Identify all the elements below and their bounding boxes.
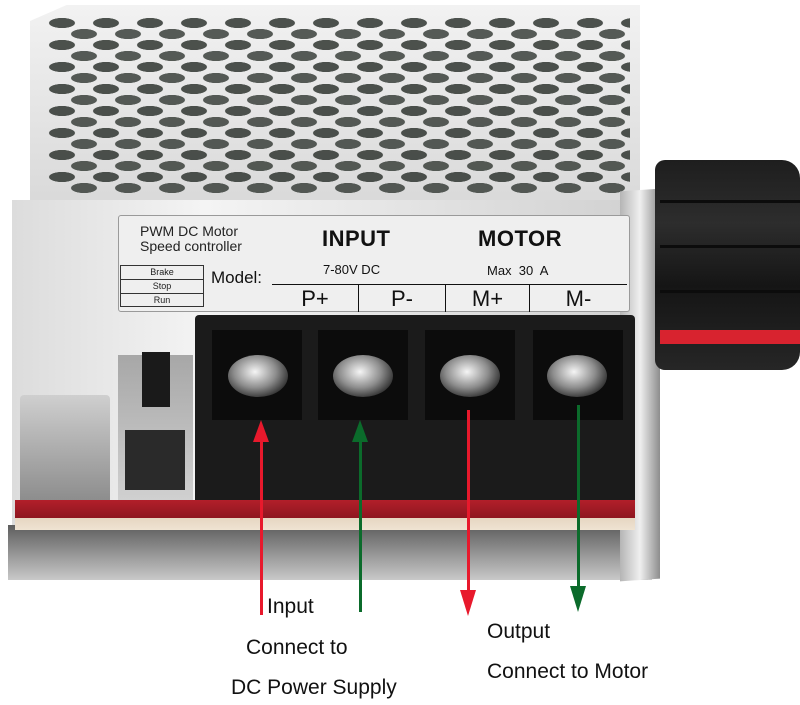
- label-title: PWM DC Motor Speed controller: [140, 224, 242, 254]
- motor-spec: Max 30 A: [487, 263, 549, 278]
- mounting-bracket: [20, 395, 110, 505]
- output-caption-line2: Connect to Motor: [487, 660, 649, 683]
- motor-heading: MOTOR: [478, 226, 562, 251]
- arrow-up-icon: [253, 420, 269, 442]
- mode-switch-connector: [125, 430, 185, 490]
- input-caption-line3: DC Power Supply: [231, 676, 397, 699]
- knob-ridge: [660, 290, 800, 293]
- mode-legend: Brake Stop Run: [120, 265, 204, 307]
- arrow-up-icon: [352, 420, 368, 442]
- screw-p-minus: [333, 355, 393, 397]
- mode-stop: Stop: [121, 280, 203, 294]
- base-plate: [8, 525, 648, 580]
- knob-ridge: [660, 245, 800, 248]
- input-caption-line1: Input: [267, 595, 314, 618]
- knob-indicator-stripe: [660, 330, 800, 344]
- mode-brake: Brake: [121, 266, 203, 280]
- mode-run: Run: [153, 295, 171, 305]
- terminal-label-m-plus: M+: [446, 285, 530, 312]
- model-label: Model:: [211, 268, 263, 287]
- ventilation-holes-offset: [62, 23, 632, 193]
- terminal-label-m-minus: M-: [565, 286, 592, 311]
- terminal-divider: [272, 284, 627, 285]
- knob-ridge: [660, 200, 800, 203]
- terminal-label-p-minus: P-: [359, 285, 446, 312]
- screw-p-plus: [228, 355, 288, 397]
- arrow-shaft-p-plus: [260, 440, 263, 615]
- arrow-shaft-m-minus: [577, 405, 580, 587]
- output-caption-line1: Output: [487, 620, 551, 643]
- input-spec: 7-80V DC: [323, 262, 381, 277]
- mode-switch-lever[interactable]: [142, 352, 170, 407]
- input-caption-line2: Connect to: [246, 636, 348, 659]
- arrow-down-icon: [570, 586, 586, 612]
- screw-m-plus: [440, 355, 500, 397]
- label-title-line1: PWM DC Motor: [140, 223, 238, 239]
- label-title-line2: Speed controller: [140, 238, 242, 254]
- circuit-board: [15, 500, 635, 530]
- arrow-down-icon: [460, 590, 476, 616]
- arrow-shaft-p-minus: [359, 440, 362, 612]
- input-heading: INPUT: [322, 226, 391, 251]
- terminal-label-p-plus: P+: [272, 285, 359, 312]
- arrow-shaft-m-plus: [467, 410, 470, 592]
- screw-m-minus: [547, 355, 607, 397]
